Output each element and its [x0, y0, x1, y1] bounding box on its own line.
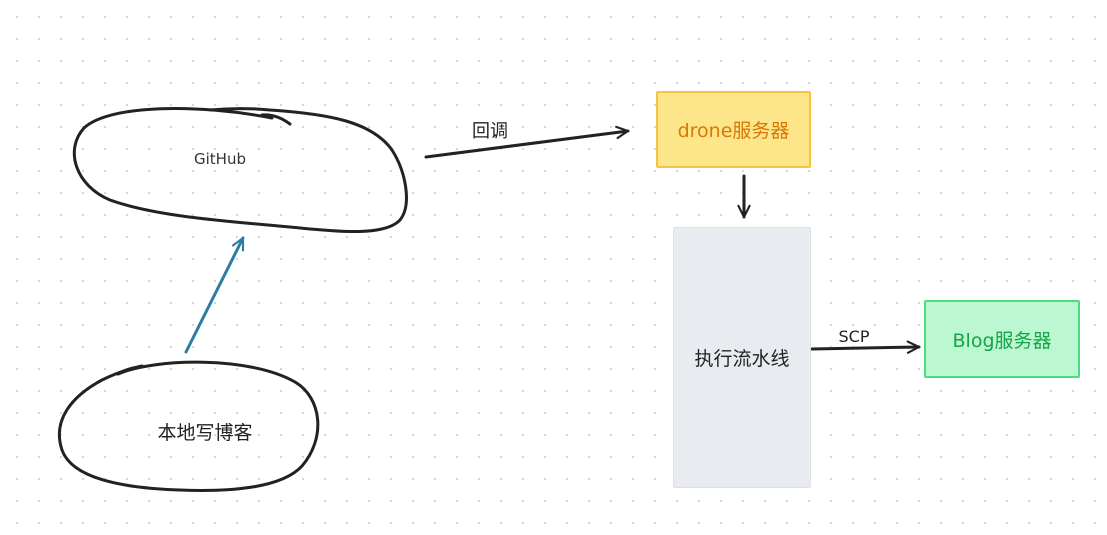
pipeline-node-label: 执行流水线	[694, 348, 790, 370]
edge-github-to-drone[interactable]	[424, 125, 630, 159]
github-node-outline-tail	[260, 113, 292, 126]
edge-local-to-github[interactable]	[184, 236, 245, 354]
edge-pipeline-to-blog[interactable]	[810, 340, 921, 354]
drone-server-node-label: drone服务器	[677, 120, 790, 142]
local-blog-node-label: 本地写博客	[157, 421, 253, 444]
blog-server-node-label: Blog服务器	[952, 329, 1052, 352]
drone-server-node[interactable]: drone服务器	[656, 91, 811, 168]
local-blog-node-outline[interactable]	[57, 360, 320, 492]
github-node-outline[interactable]	[72, 107, 408, 234]
local-blog-node-outline-tail	[116, 364, 144, 376]
edge-label-scp: SCP	[838, 326, 870, 346]
github-node-label: GitHub	[194, 150, 246, 168]
edge-label-callback: 回调	[472, 121, 508, 142]
pipeline-node[interactable]: 执行流水线	[673, 227, 811, 488]
blog-server-node[interactable]: Blog服务器	[924, 300, 1080, 378]
